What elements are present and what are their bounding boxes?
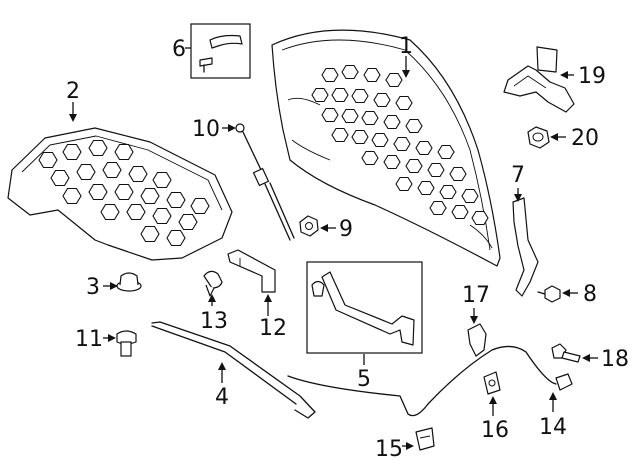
release-handle-11 — [116, 330, 137, 357]
callout-15: 15 — [375, 437, 403, 462]
callout-1: 1 — [399, 34, 413, 59]
clip-17 — [467, 323, 487, 357]
seal-strip-4 — [151, 321, 316, 419]
callout-12: 12 — [259, 316, 287, 341]
bracket-box-5 — [306, 261, 423, 354]
bolt-20 — [527, 126, 550, 149]
callout-7: 7 — [511, 163, 525, 188]
hood-panel — [271, 29, 501, 267]
hood-insulator — [7, 127, 233, 261]
callout-11: 11 — [75, 327, 103, 352]
callout-17: 17 — [462, 283, 490, 308]
hinge-7 — [512, 197, 539, 297]
callout-9: 9 — [339, 217, 353, 242]
callout-14: 14 — [539, 415, 567, 440]
clip-15 — [415, 427, 435, 451]
callout-13: 13 — [200, 309, 228, 334]
clip-16 — [483, 371, 501, 395]
grommet-3 — [116, 272, 142, 292]
latch-19 — [503, 46, 575, 113]
bracket-12 — [227, 249, 276, 293]
callout-labels: 1 2 3 4 5 6 7 8 9 10 11 12 13 14 15 16 1… — [66, 34, 629, 462]
prop-rod — [235, 123, 295, 241]
bolt-18 — [551, 343, 581, 363]
nut-9 — [299, 215, 319, 237]
callout-10: 10 — [192, 117, 220, 142]
release-cable-14 — [287, 345, 573, 417]
hinge-bolt-8 — [537, 285, 561, 303]
callout-19: 19 — [578, 64, 606, 89]
callout-8: 8 — [583, 282, 597, 307]
hood-handle-box — [190, 23, 251, 79]
callout-6: 6 — [172, 37, 186, 62]
callout-20: 20 — [571, 126, 599, 151]
callout-2: 2 — [66, 79, 80, 104]
callout-16: 16 — [481, 418, 509, 443]
bumper-13 — [203, 270, 223, 297]
callout-3: 3 — [86, 275, 100, 300]
callout-4: 4 — [215, 385, 229, 410]
callout-18: 18 — [601, 347, 629, 372]
leader-lines — [69, 47, 598, 450]
callout-5: 5 — [357, 367, 371, 392]
